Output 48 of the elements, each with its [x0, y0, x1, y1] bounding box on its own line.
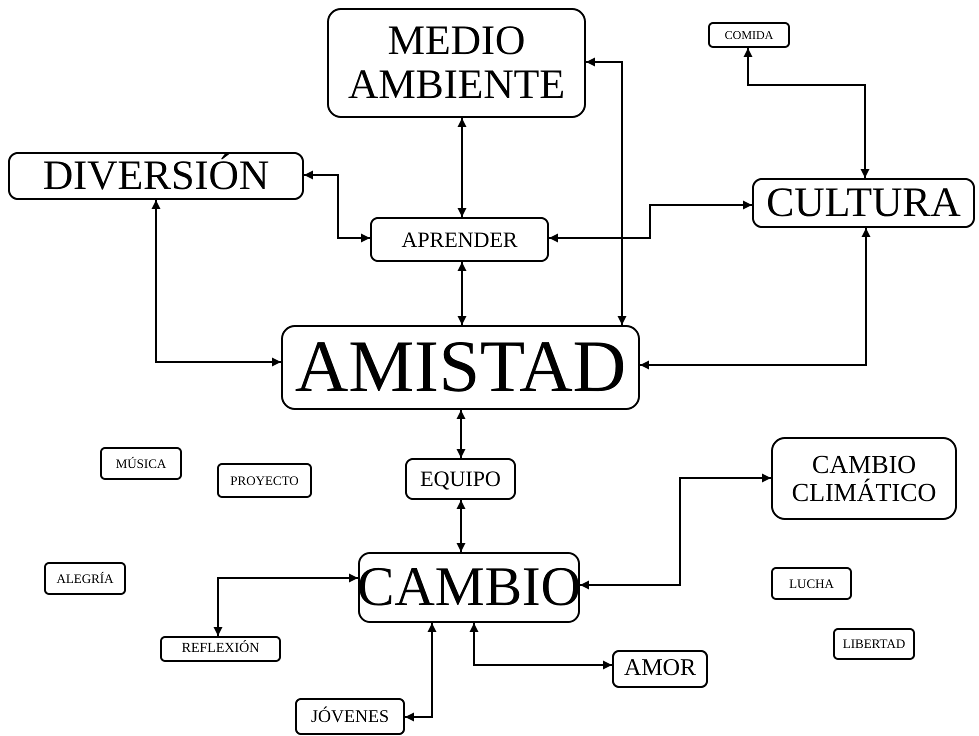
- concept-label: LUCHA: [789, 576, 834, 590]
- concept-label: CAMBIO CLIMÁTICO: [790, 451, 938, 506]
- double-arrow: [458, 118, 466, 217]
- concept-label: CAMBIO: [356, 558, 582, 617]
- double-arrow: [214, 574, 358, 636]
- concept-label: APRENDER: [401, 228, 518, 252]
- concept-label: MÚSICA: [116, 456, 166, 470]
- concept-label: COMIDA: [724, 28, 774, 42]
- double-arrow: [456, 500, 466, 552]
- concept-label: REFLEXIÓN: [182, 642, 260, 656]
- concept-box: [771, 437, 957, 520]
- concept-box: [160, 636, 281, 662]
- double-arrow: [456, 410, 466, 458]
- concept-box: [708, 22, 790, 48]
- concept-label: AMISTAD: [294, 328, 626, 406]
- concept-box: [100, 447, 182, 480]
- concept-label: EQUIPO: [420, 467, 501, 491]
- concept-box: [281, 325, 640, 410]
- double-arrow: [304, 170, 370, 242]
- concept-box: [771, 567, 852, 600]
- double-arrow: [458, 262, 466, 325]
- concept-box: [217, 463, 312, 498]
- double-arrow: [744, 48, 870, 178]
- concept-box: [752, 178, 975, 228]
- double-arrow: [640, 228, 870, 370]
- concept-label: AMOR: [624, 656, 696, 682]
- double-arrow: [580, 474, 771, 590]
- concept-box: [612, 650, 708, 688]
- concept-label: MEDIO AMBIENTE: [347, 18, 566, 108]
- concept-label: LIBERTAD: [842, 637, 906, 651]
- concept-box: [370, 217, 549, 262]
- concept-box: [327, 8, 586, 118]
- double-arrow: [152, 200, 281, 366]
- concept-label: JÓVENES: [310, 707, 389, 726]
- double-arrow: [586, 58, 626, 325]
- concept-box: [295, 698, 405, 735]
- concept-box: [833, 628, 915, 660]
- concept-label: DIVERSIÓN: [42, 154, 270, 198]
- concept-label: ALEGRÍA: [56, 572, 114, 586]
- concept-box: [44, 562, 126, 595]
- concept-box: [8, 152, 304, 200]
- double-arrow: [549, 200, 752, 242]
- concept-box: [405, 458, 516, 500]
- concept-box: [358, 552, 580, 623]
- concept-label: CULTURA: [766, 180, 961, 226]
- double-arrow: [470, 623, 612, 670]
- concept-label: PROYECTO: [230, 474, 299, 488]
- double-arrow: [405, 623, 436, 722]
